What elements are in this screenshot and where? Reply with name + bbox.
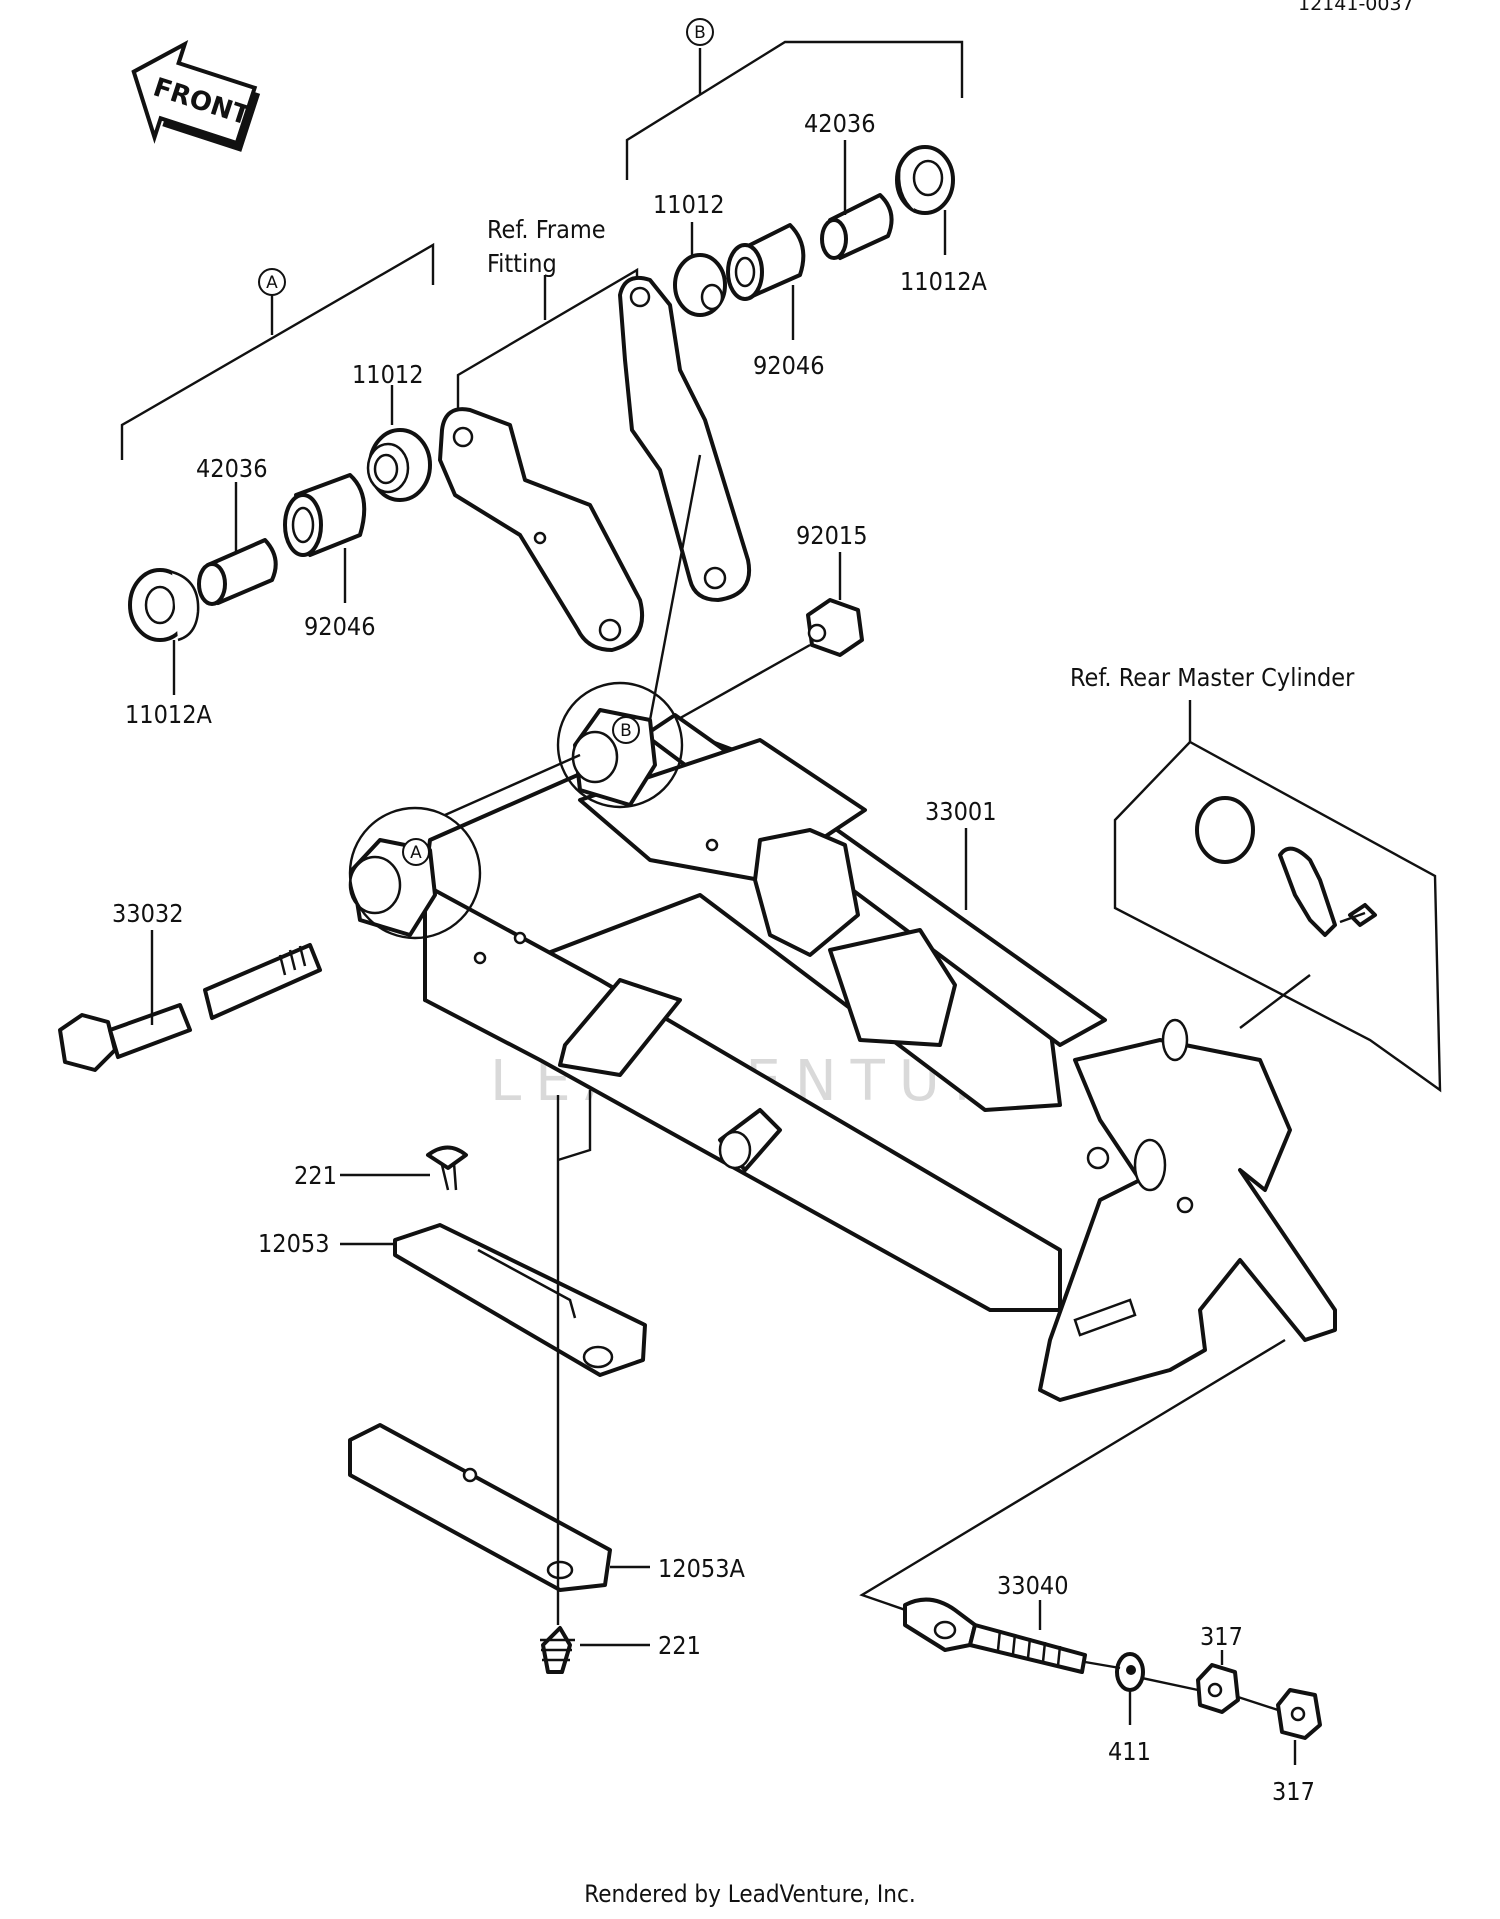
label-221-top: 221 — [294, 1161, 337, 1190]
group-a-parts — [128, 428, 432, 642]
pivot-a-callout-letter: A — [410, 843, 422, 863]
pivot-b-callout-letter: B — [620, 721, 632, 741]
swingarm-33001 — [348, 708, 1337, 1402]
pivot-b-detail-circle — [556, 681, 684, 809]
group-b-callout-marker — [686, 18, 714, 46]
label-33001: 33001 — [925, 797, 997, 826]
pivot-a-detail-circle — [348, 806, 482, 940]
ref-frame-fitting-label-line2: Fitting — [487, 249, 557, 278]
label-221-bottom: 221 — [658, 1631, 701, 1660]
label-a-11012A: 11012A — [125, 700, 213, 729]
group-b-bracket: B — [625, 18, 964, 180]
group-a-bracket: A — [120, 242, 435, 460]
label-a-92046: 92046 — [304, 612, 376, 641]
ref-rear-master-cylinder-label: Ref. Rear Master Cylinder — [1070, 663, 1355, 692]
label-92015: 92015 — [796, 521, 868, 550]
group-a-callout-marker — [258, 268, 286, 296]
chain-guide-12053 — [393, 1223, 647, 1377]
group-b-parts — [673, 145, 955, 317]
adjuster-detail-bracket — [859, 1338, 1286, 1617]
frame-fitting-left-plate — [438, 407, 645, 652]
front-arrow-icon: FRONT — [131, 39, 261, 152]
footer-credit: Rendered by LeadVenture, Inc. — [584, 1880, 915, 1908]
rear-master-cylinder-box — [1113, 700, 1442, 1093]
pivot-bolt-33032 — [58, 943, 322, 1072]
nut-317-bottom — [1276, 1688, 1322, 1740]
label-317-bottom: 317 — [1272, 1777, 1315, 1806]
nut-92015 — [806, 598, 864, 657]
ref-frame-fitting-label-line1: Ref. Frame — [487, 215, 606, 244]
label-411: 411 — [1108, 1737, 1151, 1766]
label-12053: 12053 — [258, 1229, 330, 1258]
chain-adjuster-33040 — [903, 1597, 1087, 1674]
label-33040: 33040 — [997, 1571, 1069, 1600]
chain-guide-12053A — [348, 1423, 612, 1592]
group-b-callout-letter: B — [694, 23, 706, 43]
nut-317-top — [1196, 1663, 1240, 1714]
label-33032: 33032 — [112, 899, 184, 928]
washer-411 — [1115, 1652, 1145, 1692]
label-317-top: 317 — [1200, 1622, 1243, 1651]
label-a-11012: 11012 — [352, 360, 424, 389]
label-a-42036: 42036 — [196, 454, 268, 483]
label-12053A: 12053A — [658, 1554, 746, 1583]
drawing-number: 12141-0037 — [1298, 0, 1414, 15]
screw-221-top — [426, 1145, 468, 1191]
label-b-11012: 11012 — [653, 190, 725, 219]
group-a-callout-letter: A — [266, 273, 278, 293]
label-b-42036: 42036 — [804, 109, 876, 138]
label-b-11012A: 11012A — [900, 267, 988, 296]
frame-fitting-right-plate — [618, 275, 752, 602]
screw-221-bottom — [540, 1626, 575, 1674]
frame-fitting-bracket — [456, 267, 639, 408]
label-b-92046: 92046 — [753, 351, 825, 380]
